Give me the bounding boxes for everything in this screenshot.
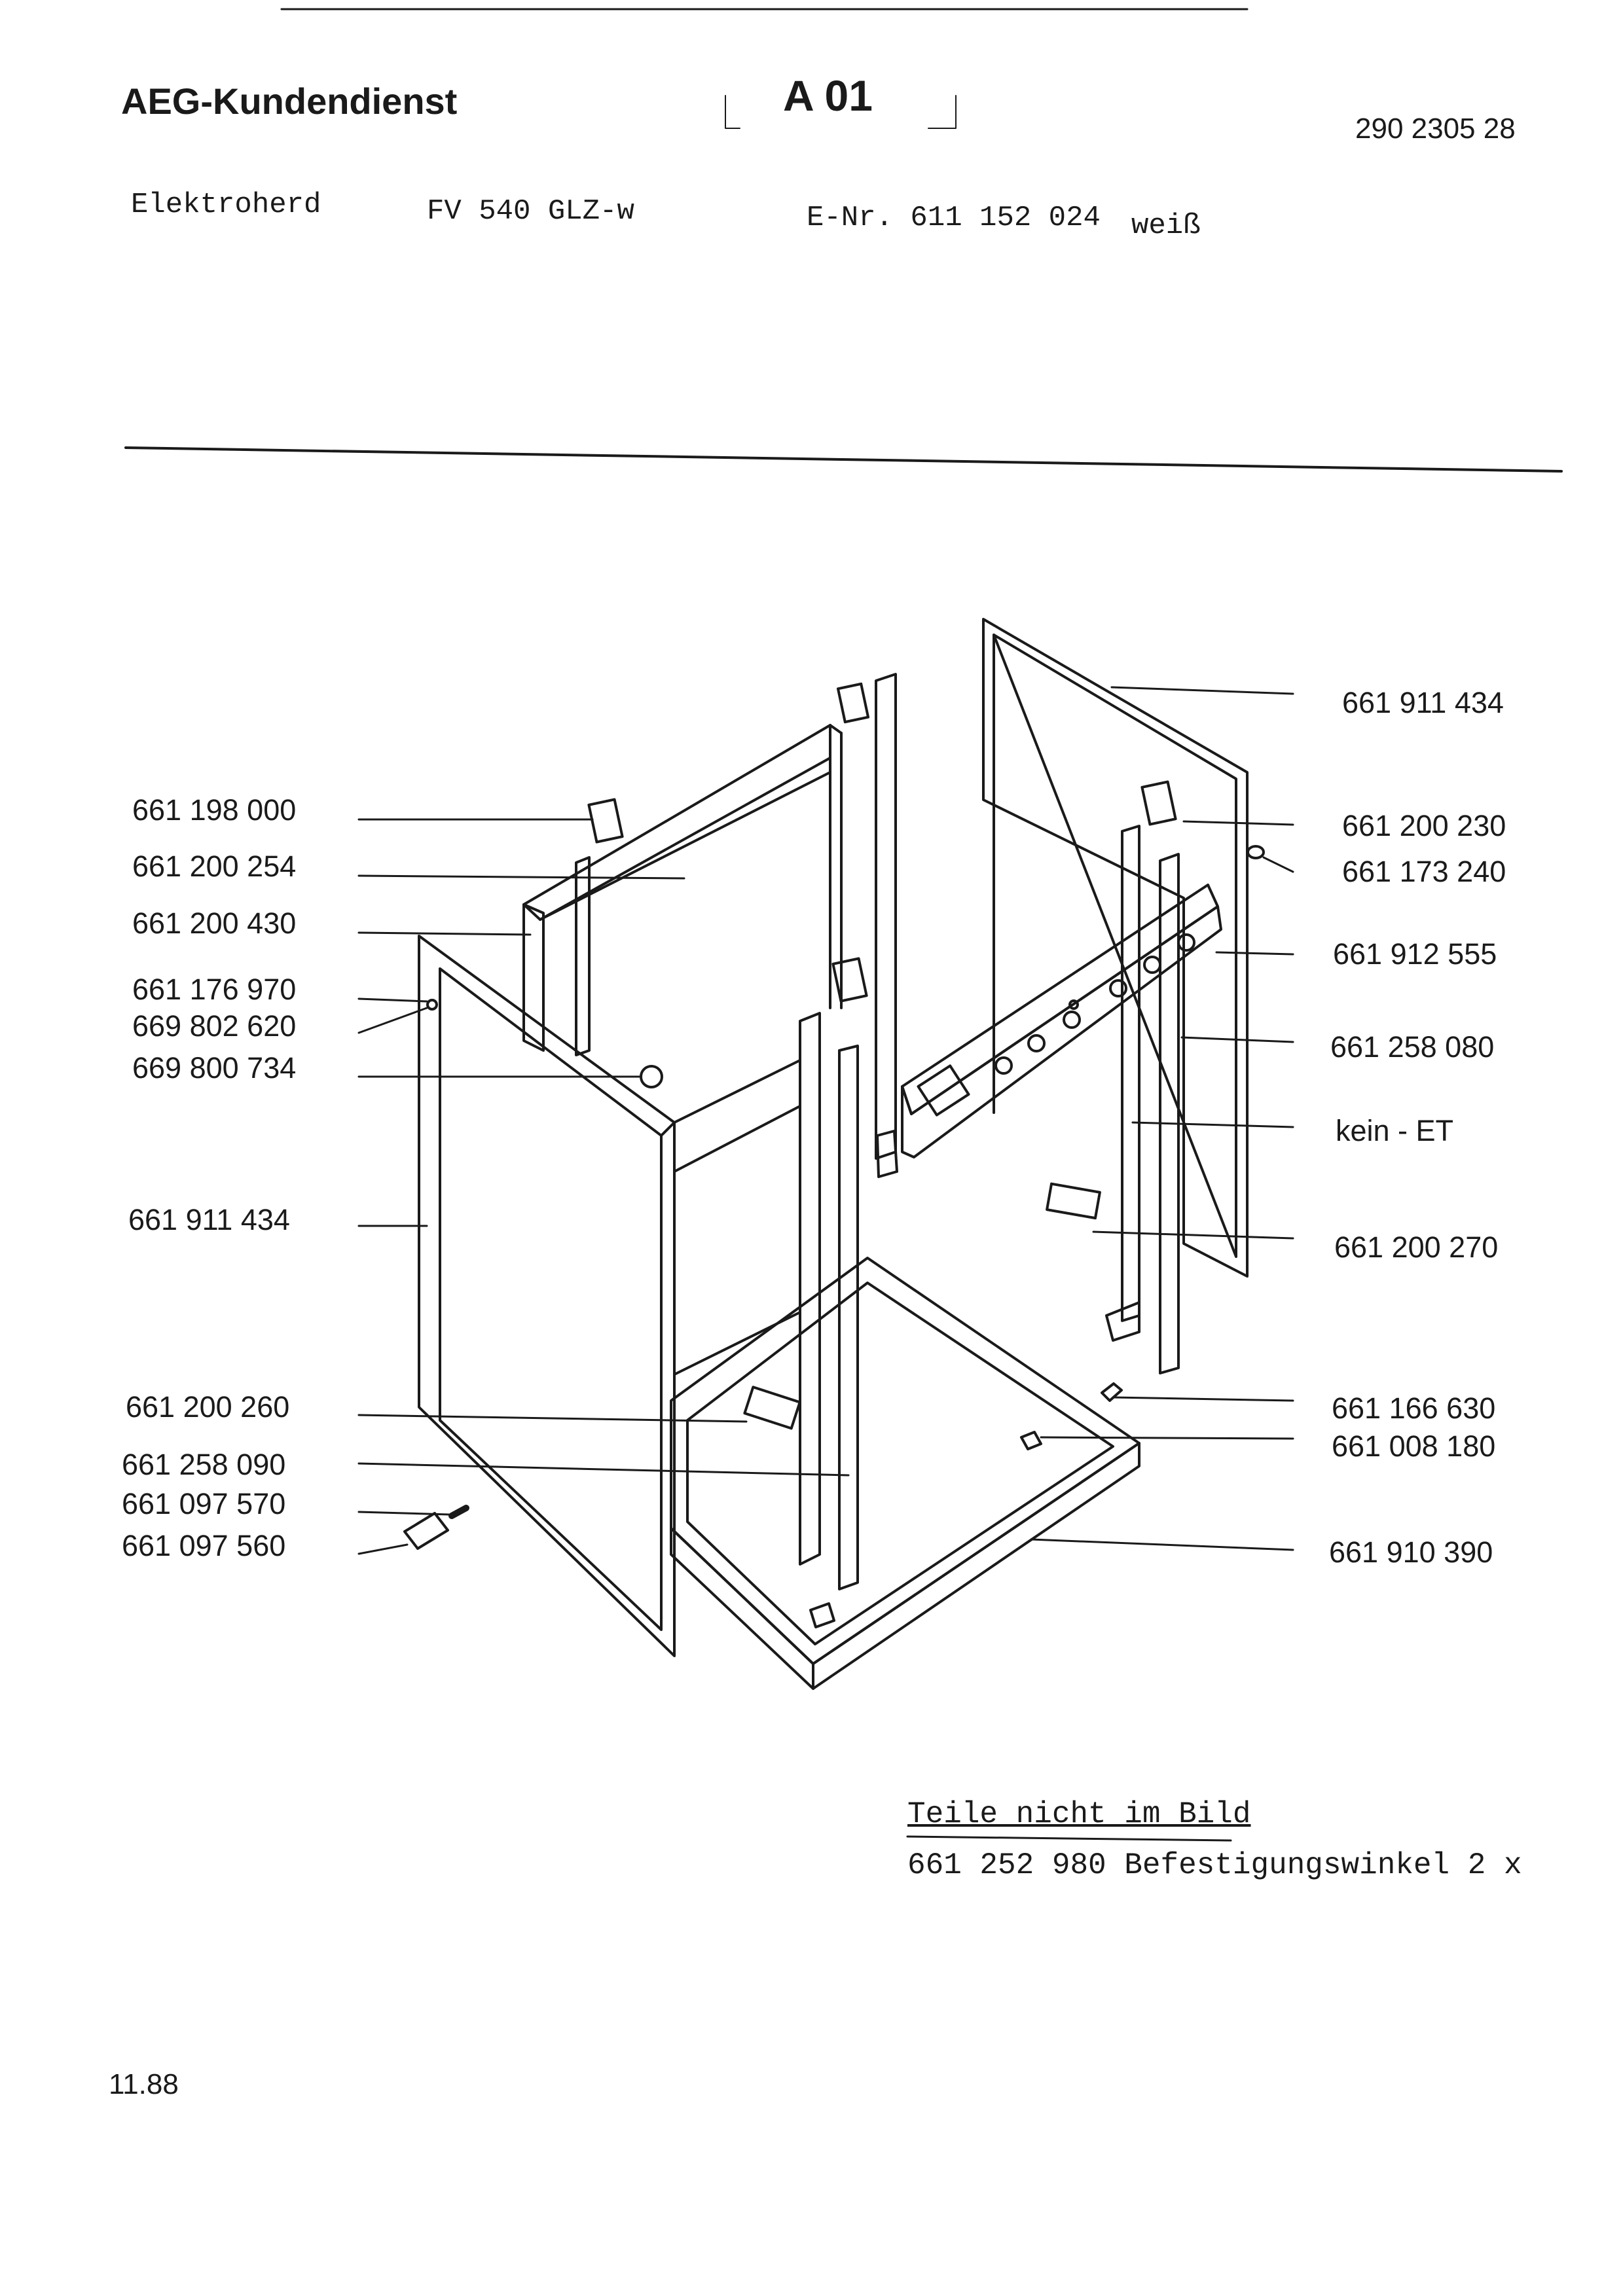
corner-mark-right xyxy=(928,95,957,129)
clip-008180 xyxy=(1020,1431,1042,1450)
label-661200230: 661 200 230 xyxy=(1342,809,1506,842)
bracket-198000 xyxy=(587,798,624,844)
notes-item: 661 252 980 Befestigungswinkel 2 x xyxy=(907,1848,1522,1882)
rear-rail-foot xyxy=(876,1130,898,1178)
document-number: 290 2305 28 xyxy=(1355,113,1516,145)
e-number: E-Nr. 611 152 024 xyxy=(807,202,1101,234)
label-661258090: 661 258 090 xyxy=(122,1448,286,1481)
label-661911434-right: 661 911 434 xyxy=(1342,686,1504,719)
notes-title: Teile nicht im Bild xyxy=(907,1797,1251,1831)
company-title: AEG-Kundendienst xyxy=(121,81,458,122)
label-661200270: 661 200 270 xyxy=(1334,1230,1499,1264)
back-left-frame xyxy=(522,724,843,1052)
label-661097570: 661 097 570 xyxy=(122,1487,286,1520)
page-code: A 01 xyxy=(783,71,873,120)
label-661912555: 661 912 555 xyxy=(1333,937,1497,971)
label-661008180: 661 008 180 xyxy=(1332,1429,1496,1463)
bracket-200230 xyxy=(1140,780,1177,826)
control-panel xyxy=(901,884,1222,1158)
foot-clip xyxy=(809,1602,835,1628)
screw-176970 xyxy=(426,999,438,1011)
notes-underline xyxy=(906,1835,1232,1842)
label-661200430: 661 200 430 xyxy=(132,906,297,940)
front-post-right xyxy=(838,1045,859,1590)
left-rear-strip xyxy=(575,856,591,1056)
spring-097570 xyxy=(448,1505,469,1519)
label-661198000: 661 198 000 xyxy=(132,793,297,827)
label-669802620: 669 802 620 xyxy=(132,1009,297,1043)
label-661258080: 661 258 080 xyxy=(1330,1030,1495,1064)
model-number: FV 540 GLZ-w xyxy=(427,195,634,228)
footer-date: 11.88 xyxy=(109,2068,179,2100)
rail-foot xyxy=(1105,1301,1140,1342)
label-661911434-left: 661 911 434 xyxy=(128,1203,290,1236)
device-type: Elektroherd xyxy=(131,188,321,221)
base-plate xyxy=(670,1257,1140,1690)
ring-800734 xyxy=(640,1065,663,1088)
front-post-left xyxy=(799,1012,821,1566)
header-divider xyxy=(124,446,1563,473)
corner-mark-left xyxy=(725,95,740,129)
back-panel xyxy=(982,618,1249,1278)
label-669800734: 669 800 734 xyxy=(132,1051,297,1085)
label-661176970: 661 176 970 xyxy=(132,973,297,1006)
clip-166630 xyxy=(1101,1382,1123,1402)
leader-lines-right xyxy=(1030,686,1294,1551)
label-661173240: 661 173 240 xyxy=(1342,855,1506,888)
bracket-200270 xyxy=(1046,1182,1101,1220)
label-661200254: 661 200 254 xyxy=(132,850,297,883)
label-661097560: 661 097 560 xyxy=(122,1529,286,1562)
rear-rail xyxy=(875,673,897,1160)
hinge-097560 xyxy=(403,1512,449,1550)
label-kein-et: kein - ET xyxy=(1336,1114,1454,1147)
clip-173240 xyxy=(1247,845,1265,859)
bracket-front xyxy=(831,957,868,1003)
side-rail-kein-et xyxy=(1159,853,1180,1374)
label-661166630: 661 166 630 xyxy=(1332,1391,1496,1425)
label-661200260: 661 200 260 xyxy=(126,1390,290,1424)
bracket-top xyxy=(836,682,870,724)
label-661910390: 661 910 390 xyxy=(1329,1535,1493,1569)
side-rail-258080 xyxy=(1121,825,1140,1322)
leader-lines-left xyxy=(357,818,850,1555)
color-variant: weiß xyxy=(1131,209,1201,242)
front-door-frame xyxy=(418,935,676,1657)
bracket-200260 xyxy=(743,1386,801,1430)
